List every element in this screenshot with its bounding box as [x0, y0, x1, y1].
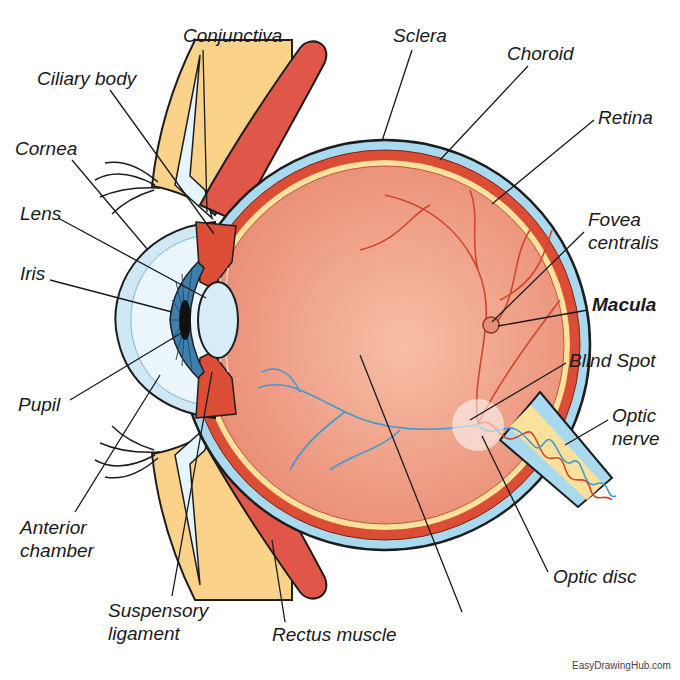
watermark: EasyDrawingHub.com [572, 660, 671, 672]
choroid-layer [190, 150, 580, 540]
optic-nerve-sheath [500, 392, 612, 507]
part-label: Sclera [393, 24, 447, 47]
part-label: Ciliary body [37, 67, 136, 90]
lens [198, 282, 238, 358]
part-label: Lens [20, 202, 61, 225]
retina-layer [200, 160, 570, 530]
part-label: Cornea [15, 137, 77, 160]
part-label: Retina [598, 106, 653, 129]
eyelashes [95, 426, 160, 478]
leader-line [50, 50, 608, 622]
sclera-layer [180, 140, 590, 550]
vitreous-body [206, 166, 564, 524]
part-label: Optic disc [553, 565, 636, 588]
ciliary-body [196, 222, 236, 288]
part-label: Macula [592, 293, 656, 316]
ciliary-body [196, 352, 236, 418]
part-label: Fovea centralis [588, 208, 673, 254]
part-label: Rectus muscle [272, 623, 397, 646]
part-label: Anterior chamber [20, 516, 115, 562]
eyelashes [95, 162, 160, 214]
retinal-vein [258, 369, 478, 470]
part-label: Choroid [507, 42, 574, 65]
part-label: Conjunctiva [183, 24, 282, 47]
iris [170, 262, 204, 378]
part-label: Suspensory ligament [108, 599, 228, 645]
macula [483, 317, 499, 333]
part-label: Iris [20, 262, 45, 285]
retinal-artery [360, 190, 560, 424]
part-label: Blind Spot [569, 349, 656, 372]
part-label: Optic nerve [612, 404, 677, 450]
part-label: Pupil [18, 393, 60, 416]
optic-disc [452, 399, 504, 451]
